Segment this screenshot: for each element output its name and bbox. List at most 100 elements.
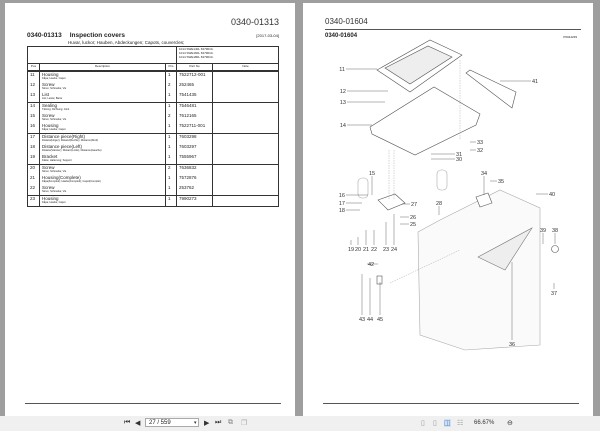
- translation: Tätning; Dichtung; Joint: [42, 108, 70, 111]
- title: Inspection covers: [69, 32, 125, 39]
- copy-icon[interactable]: ❐: [241, 420, 248, 427]
- page-number-input[interactable]: 27 / 559: [145, 418, 199, 427]
- callout-label: 44: [367, 317, 373, 323]
- callout-label: 36: [509, 342, 515, 348]
- callout-label: 38: [552, 228, 558, 234]
- translation: Skruv; Schraube; Vis: [42, 87, 67, 90]
- header-divider: [325, 29, 581, 30]
- callout-label: 45: [377, 317, 383, 323]
- page-dropdown-icon[interactable]: ▾: [194, 420, 197, 426]
- callout-label: 21: [363, 247, 369, 253]
- callout-label: 27: [411, 202, 417, 208]
- callout-label: 23: [383, 247, 389, 253]
- translation: Skruv; Schraube; Vis: [42, 190, 67, 193]
- callout-label: 16: [339, 193, 345, 199]
- first-page-icon[interactable]: ⏮: [124, 419, 131, 426]
- description: Housing: [42, 72, 59, 77]
- note-cell: [212, 185, 279, 196]
- rotate-icon[interactable]: ⧉: [228, 419, 233, 426]
- note-cell: [212, 102, 279, 113]
- page-code: 0340-01604: [325, 17, 368, 26]
- callout-label: 25: [410, 222, 416, 228]
- translation: Skruv; Schraube; Vis: [42, 170, 67, 173]
- translation: Kåpa; Haube; Capot: [42, 201, 66, 204]
- parts-table: 1014 SWE140L 6379610-1014 SWE160L 637961…: [27, 46, 279, 207]
- callout-label: 35: [498, 179, 504, 185]
- callout-label: 24: [391, 247, 397, 253]
- callout-label: 34: [481, 171, 487, 177]
- callout-label: 37: [551, 291, 557, 297]
- note-cell: [212, 82, 279, 92]
- callout-label: 33: [477, 140, 483, 146]
- description: Distance piece(Right): [42, 134, 86, 139]
- description: Sealing: [42, 103, 58, 108]
- callout-label: 39: [540, 228, 546, 234]
- callout-label: 32: [477, 148, 483, 154]
- callout-label: 26: [410, 215, 416, 221]
- callout-label: 41: [532, 79, 538, 85]
- last-page-icon[interactable]: ⏭: [215, 419, 222, 426]
- note-cell: [212, 164, 279, 175]
- callout-label: 18: [339, 208, 345, 214]
- two-page-view-icon[interactable]: ◫: [444, 419, 451, 427]
- note-cell: [212, 70, 279, 82]
- zoom-level[interactable]: 66.67%: [474, 420, 495, 426]
- callout-label: 11: [339, 67, 345, 73]
- callout-label: 22: [371, 247, 377, 253]
- cabinet: [417, 189, 541, 351]
- note-cell: [212, 175, 279, 185]
- description: Screw: [42, 82, 55, 87]
- translation: Fäste; Halterung; Support: [42, 159, 72, 162]
- continuous-view-icon[interactable]: ▯: [433, 420, 437, 427]
- description: Screw: [42, 185, 55, 190]
- pdf-toolbar: ⏮ ◀ 27 / 559 ▾ ▶ ⏭ ⧉ ❐ ▯ ▯ ◫ ☷ 66.67% ⊖: [0, 416, 600, 431]
- note-cell: [212, 123, 279, 134]
- zoom-out-icon[interactable]: ⊖: [507, 420, 513, 427]
- translation: Skruv; Schraube; Vis: [42, 118, 67, 121]
- note-cell: [212, 195, 279, 207]
- model-entry: 1014 SWE160L 6379610-: [179, 51, 214, 55]
- note-cell: [212, 133, 279, 144]
- description: Bracket: [42, 154, 58, 159]
- continuous-two-page-icon[interactable]: ☷: [457, 420, 464, 427]
- callout-label: 42: [368, 262, 374, 268]
- right-page: 0340-01604 0340-01604 P0044239: [303, 3, 593, 416]
- callout-label: 13: [340, 100, 346, 106]
- date: [2017-03-04]: [256, 33, 279, 38]
- description: Housing(Complete): [42, 175, 81, 180]
- description: Housing: [42, 123, 59, 128]
- description: Housing: [42, 196, 59, 201]
- callout-label: 43: [359, 317, 365, 323]
- description: Screw: [42, 165, 55, 170]
- next-page-icon[interactable]: ▶: [204, 420, 210, 427]
- callout-label: 40: [549, 192, 555, 198]
- callout-label: 14: [340, 123, 346, 129]
- previous-page-icon[interactable]: ◀: [135, 420, 141, 427]
- description: Screw: [42, 113, 55, 118]
- callout-label: 19: [348, 247, 354, 253]
- lower-cover: [369, 86, 481, 156]
- note-cell: [212, 113, 279, 123]
- callout-label: 15: [369, 171, 375, 177]
- description: List: [42, 92, 50, 97]
- callout-label: 12: [340, 89, 346, 95]
- page-code: 0340-01313: [230, 17, 279, 27]
- translation: Kåpa(Komplett); Haube(Komplett); Capot(C…: [42, 180, 101, 183]
- single-page-view-icon[interactable]: ▯: [421, 420, 425, 427]
- note-cell: [212, 144, 279, 154]
- translation: Distans(Höger); Distanz(Rechts); Distanc…: [42, 139, 99, 142]
- translation: List; Leiste; Barre: [42, 97, 63, 100]
